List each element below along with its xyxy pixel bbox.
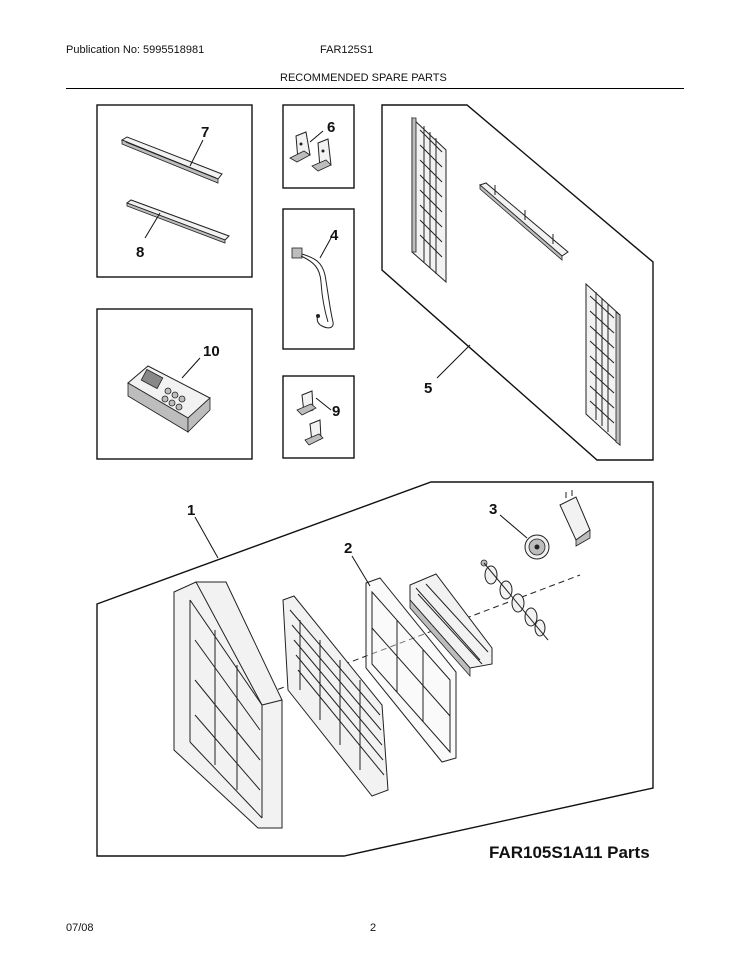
callout-2: 2 — [344, 540, 352, 557]
part-box-10: 10 — [96, 308, 253, 460]
part-5-left-curtain — [411, 116, 447, 284]
part-louver-assembly — [409, 573, 493, 678]
header-rule — [66, 88, 684, 89]
callout-8: 8 — [136, 244, 144, 261]
callout-5: 5 — [424, 380, 432, 397]
callout-9: 9 — [332, 403, 340, 420]
part-8-strip — [125, 199, 230, 244]
part-motor-shaft-discs — [480, 559, 549, 641]
part-4-harness — [291, 247, 334, 329]
section-title: RECOMMENDED SPARE PARTS — [280, 72, 447, 84]
footer-date: 07/08 — [66, 922, 94, 934]
part-10-remote-control — [127, 365, 211, 433]
part-control-board — [559, 490, 591, 547]
part-box-6: 6 — [282, 104, 355, 189]
diagram-caption: FAR105S1A11 Parts — [489, 843, 650, 862]
model-number: FAR125S1 — [320, 44, 374, 56]
part-2-filter-frame — [365, 577, 457, 763]
part-box-4: 4 — [282, 208, 355, 350]
part-box-1-2-3: 1 2 — [96, 481, 654, 862]
callout-6: 6 — [327, 119, 335, 136]
callout-10: 10 — [203, 343, 220, 360]
callout-1: 1 — [187, 502, 195, 519]
part-3-gear — [524, 534, 550, 560]
part-5-top-rail — [479, 182, 569, 261]
part-box-7-8: 7 8 — [96, 104, 253, 278]
footer-page-number: 2 — [370, 922, 377, 934]
part-filter-mesh — [282, 595, 389, 797]
part-box-5: 5 — [381, 104, 654, 461]
publication-number: Publication No: 5995518981 — [66, 44, 205, 56]
part-6-brackets — [289, 131, 332, 172]
callout-3: 3 — [489, 501, 497, 518]
callout-4: 4 — [330, 227, 339, 244]
callout-7: 7 — [201, 124, 209, 141]
part-1-front-grille — [173, 581, 283, 829]
part-7-strip — [120, 136, 223, 184]
part-5-right-curtain — [585, 282, 621, 447]
part-box-9: 9 — [282, 375, 355, 459]
part-9-brackets — [296, 390, 324, 446]
